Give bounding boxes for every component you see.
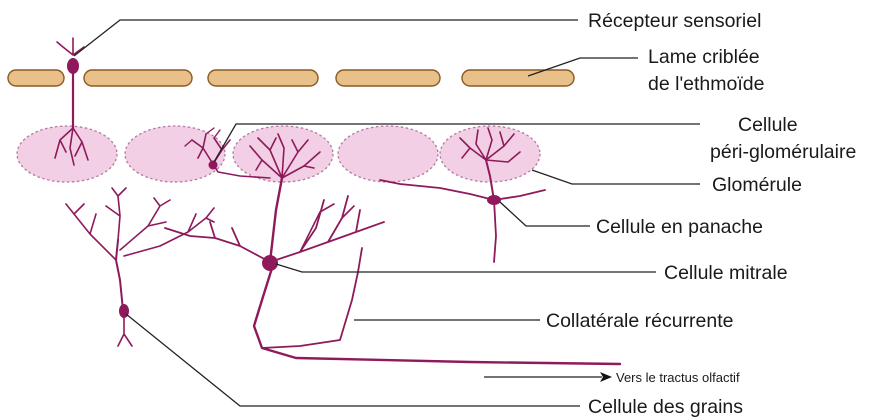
label-glomerule: Glomérule (712, 174, 802, 196)
label-lame-1: Lame criblée (648, 46, 760, 68)
recepteur-soma (67, 58, 79, 74)
lame-plate-4 (336, 70, 440, 86)
label-collaterale: Collatérale récurrente (546, 310, 734, 332)
lame-plate-3 (208, 70, 318, 86)
label-recepteur: Récepteur sensoriel (588, 10, 761, 32)
lame-plate-5 (462, 70, 574, 86)
periglomerulaire-soma (209, 161, 218, 170)
lame-plate-1 (8, 70, 64, 86)
glomerule-4 (338, 126, 438, 182)
label-panache: Cellule en panache (596, 216, 763, 238)
lame-plate-2 (84, 70, 192, 86)
label-tractus: Vers le tractus olfactif (616, 370, 740, 385)
glomerule-2 (125, 126, 225, 182)
label-lame-2: de l'ethmoïde (648, 73, 764, 95)
label-peri-2: péri-glomérulaire (710, 141, 856, 163)
panache-soma (487, 195, 501, 205)
cellule-des-grains-neuron (66, 188, 214, 346)
labels: Récepteur sensoriel Lame criblée de l'et… (546, 10, 856, 418)
label-mitrale: Cellule mitrale (664, 262, 788, 284)
mitrale-soma (262, 255, 278, 271)
label-grains: Cellule des grains (588, 396, 743, 418)
label-peri-1: Cellule (738, 114, 798, 136)
lame-criblee (8, 70, 574, 86)
